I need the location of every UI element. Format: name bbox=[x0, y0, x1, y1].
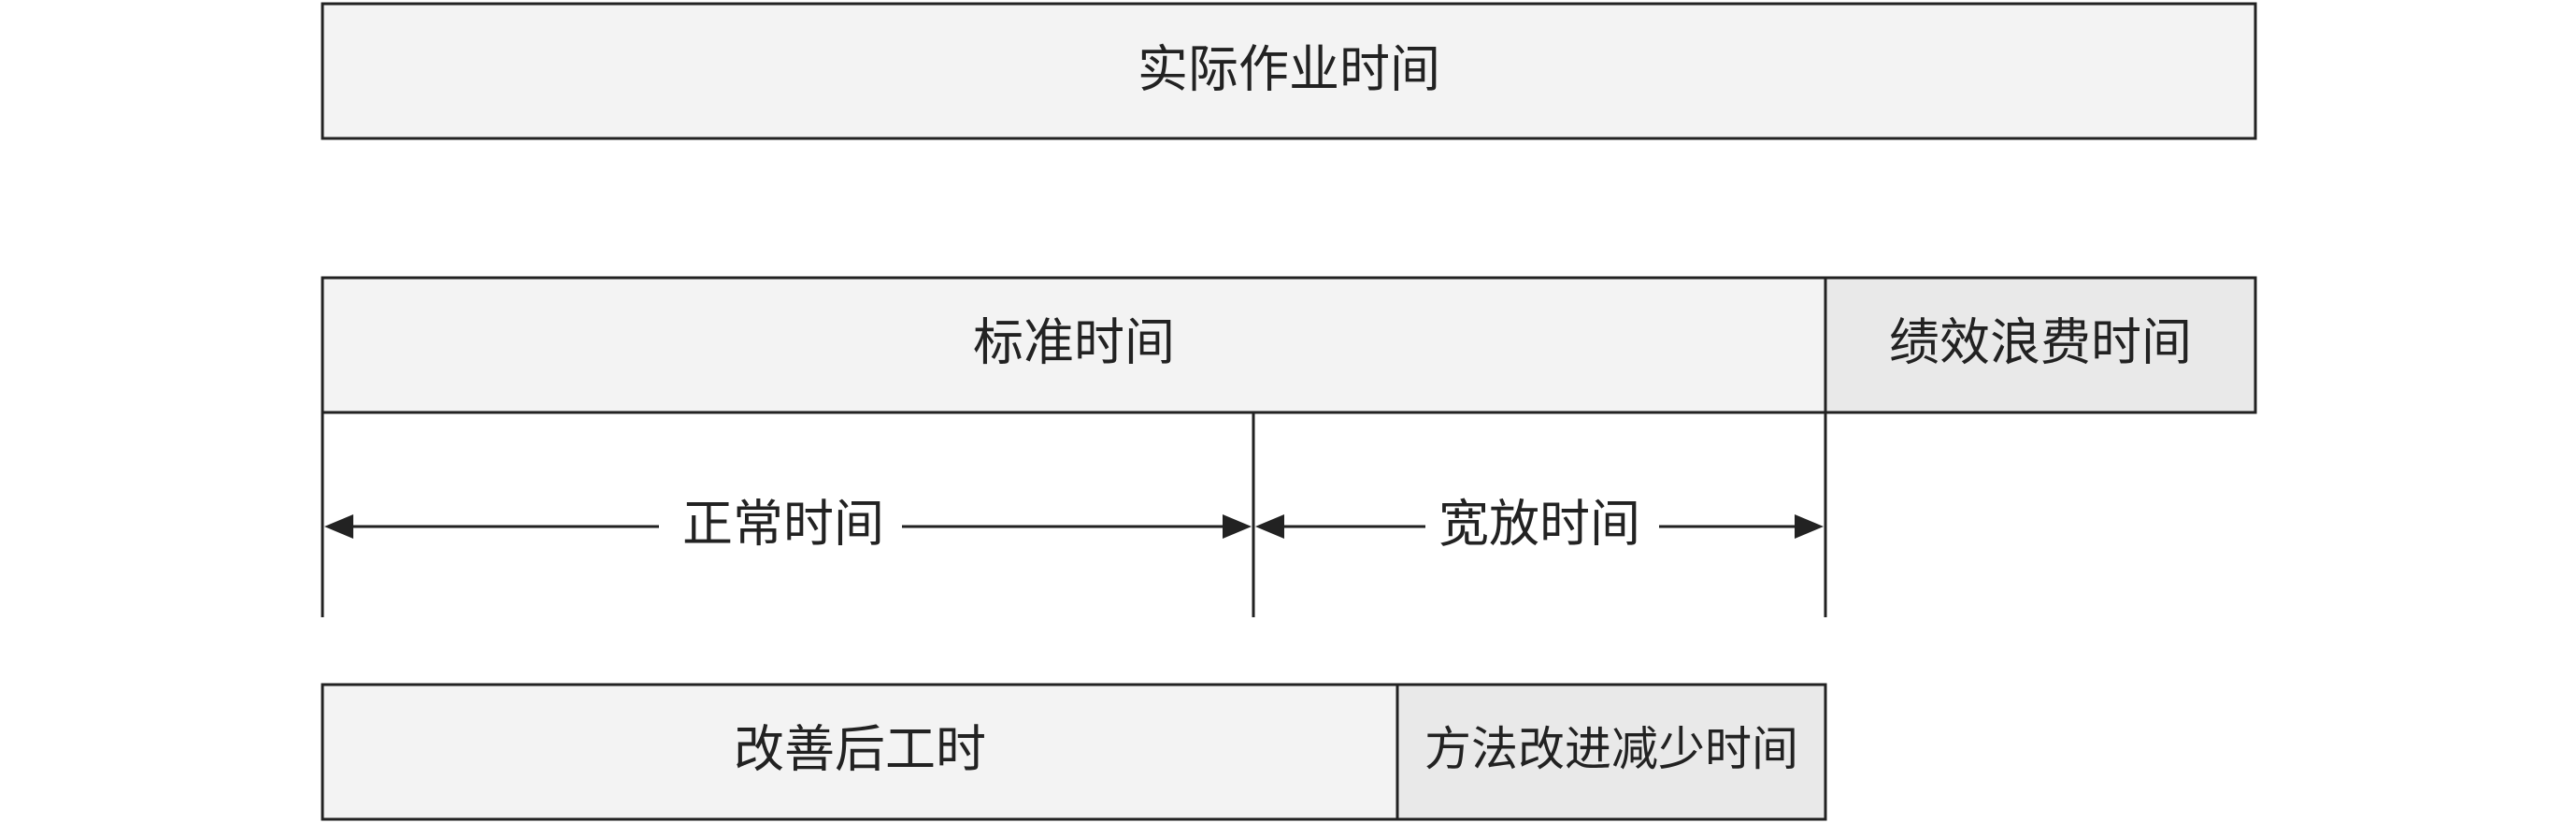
improved-time-label: 改善后工时 bbox=[734, 720, 986, 779]
performance-waste-box bbox=[1824, 276, 2257, 414]
allowance-time-label: 宽放时间 bbox=[1438, 495, 1640, 554]
normal-time-label: 正常时间 bbox=[682, 495, 884, 554]
normal-time-arrowhead-right bbox=[1223, 514, 1252, 539]
normal-time-arrowhead-left bbox=[324, 514, 353, 539]
allowance-time-arrowhead-left bbox=[1255, 514, 1284, 539]
standard-time-label: 标准时间 bbox=[973, 313, 1175, 372]
performance-waste-label: 绩效浪费时间 bbox=[1889, 313, 2192, 372]
actual-time-block: 实际作业时间 bbox=[321, 2, 2257, 140]
method-improvement-label: 方法改进减少时间 bbox=[1424, 722, 1798, 776]
method-improvement-box bbox=[1395, 683, 1827, 821]
performance-waste-block: 绩效浪费时间 bbox=[1824, 276, 2257, 414]
standard-time-block: 标准时间 bbox=[321, 276, 1827, 414]
actual-time-box bbox=[321, 2, 2257, 140]
actual-time-label: 实际作业时间 bbox=[1138, 40, 1440, 99]
allowance-time-arrowhead-right bbox=[1795, 514, 1824, 539]
improved-time-box bbox=[321, 683, 1399, 821]
standard-time-box bbox=[321, 276, 1827, 414]
method-improvement-block: 方法改进减少时间 bbox=[1395, 683, 1827, 821]
improved-time-block: 改善后工时 bbox=[321, 683, 1399, 821]
dimension-lines: 正常时间 宽放时间 bbox=[321, 412, 1827, 617]
